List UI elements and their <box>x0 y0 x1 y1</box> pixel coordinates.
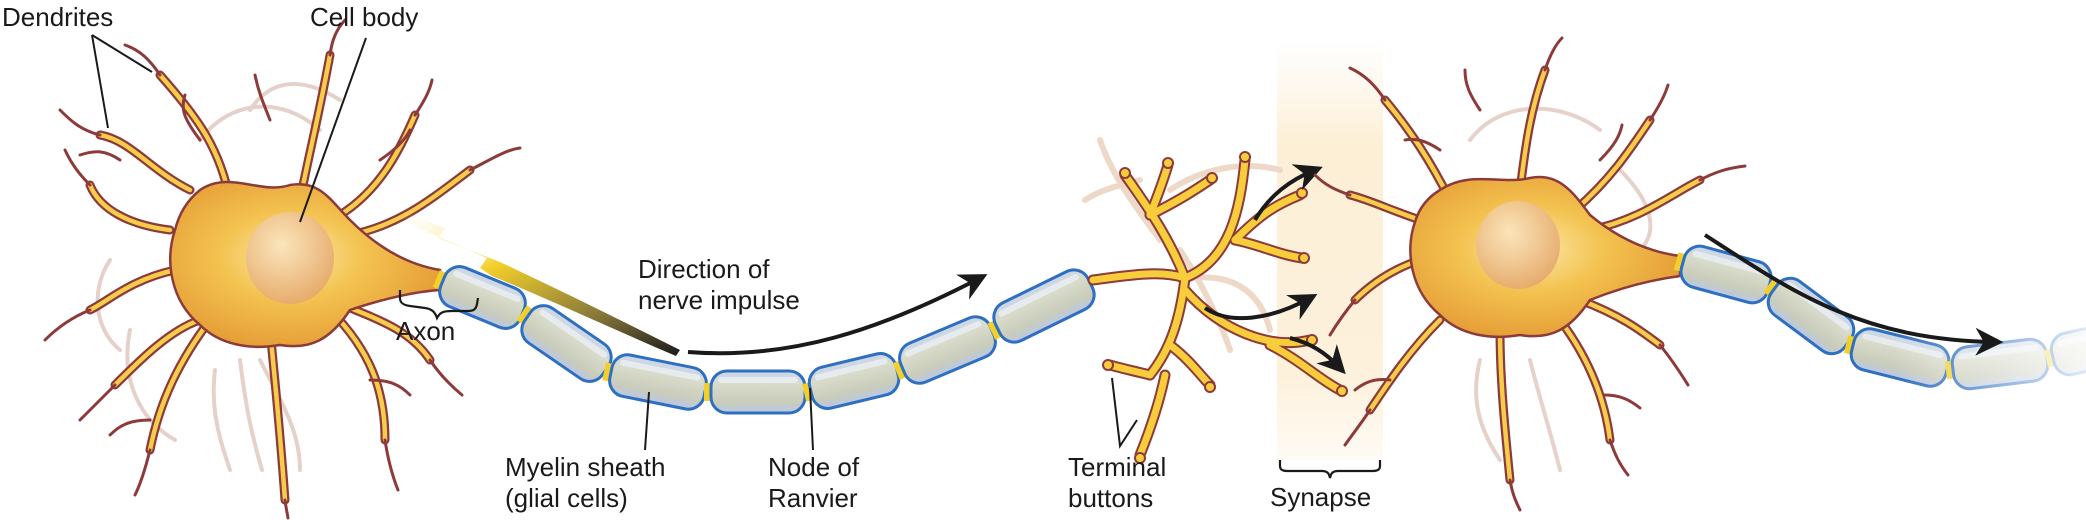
node-text-line2: Ranvier <box>768 483 858 513</box>
cell-body-leader <box>299 37 367 223</box>
axon-1-myelin-segment <box>516 304 613 383</box>
synapse-cleft-band <box>1277 40 1383 460</box>
neuron-2-nucleus <box>1476 201 1560 289</box>
myelin-text-line2: (glial cells) <box>505 483 628 513</box>
neuron-2-dendrites <box>1313 36 1747 512</box>
myelin-leader <box>644 391 650 451</box>
direction-text-line1: Direction of <box>638 254 770 284</box>
axon-1-myelin-segment <box>892 315 997 385</box>
cell-body-text: Cell body <box>310 2 419 32</box>
label-terminal-buttons: Terminal buttons <box>1068 452 1166 514</box>
synapse-text: Synapse <box>1270 482 1372 512</box>
axon-1-node-of-ranvier <box>987 320 1003 340</box>
axon-1-myelin-segment <box>704 369 807 415</box>
neuron-2-axon <box>1673 244 2086 391</box>
label-direction: Direction of nerve impulse <box>638 254 800 316</box>
leader-lines <box>91 34 1138 451</box>
neuron-1-dendrites <box>43 18 522 520</box>
terminal-text-line1: Terminal <box>1068 452 1167 482</box>
label-cell-body: Cell body <box>310 2 418 33</box>
axon-1-myelin-segment <box>802 352 901 410</box>
direction-text-line2: nerve impulse <box>638 285 800 315</box>
label-myelin-sheath: Myelin sheath (glial cells) <box>505 452 665 514</box>
axon-2-myelin-segment <box>1944 337 2050 391</box>
synapse-bracket <box>1278 460 1382 479</box>
synapse-arrows <box>1203 164 1346 375</box>
axon-2-myelin-segment <box>1673 244 1773 305</box>
impulse-direction-arrow-2 <box>1703 233 2004 356</box>
neuron-1-nucleus <box>246 212 334 304</box>
axon-2-myelin-segment <box>1843 327 1951 388</box>
terminal-text-line2: buttons <box>1068 483 1154 513</box>
axon-1-node-of-ranvier <box>704 383 712 401</box>
synapse-arrow-1 <box>1253 164 1323 222</box>
node-leader <box>809 387 814 451</box>
synapse-arrow-2 <box>1203 293 1318 321</box>
axon-1-myelin-segment <box>602 353 708 411</box>
axon-1-node-of-ranvier <box>516 305 534 325</box>
axon-text: Axon <box>396 316 456 346</box>
axon-terminal-branches <box>1087 151 1348 464</box>
impulse-bolt-icon <box>405 212 680 356</box>
terminal-leader <box>1111 377 1138 449</box>
synapse-arrow-3 <box>1289 336 1346 375</box>
dendrites-leader <box>91 34 153 129</box>
myelin-text-line1: Myelin sheath <box>505 452 666 482</box>
dendrites-text: Dendrites <box>2 2 114 32</box>
axon-2-myelin-segment <box>2044 321 2086 377</box>
axon-1-node-of-ranvier <box>432 270 448 290</box>
node-text-line1: Node of <box>768 452 860 482</box>
axon-1-myelin-segment <box>987 268 1096 344</box>
axon-1-node-of-ranvier <box>892 360 908 380</box>
label-node-of-ranvier: Node of Ranvier <box>768 452 859 514</box>
label-dendrites: Dendrites <box>2 2 113 33</box>
label-synapse: Synapse <box>1270 482 1371 513</box>
axon-bracket <box>398 290 480 321</box>
neuron-1-axon <box>432 265 1096 415</box>
impulse-direction-arrow <box>687 274 988 356</box>
label-axon: Axon <box>396 316 455 347</box>
